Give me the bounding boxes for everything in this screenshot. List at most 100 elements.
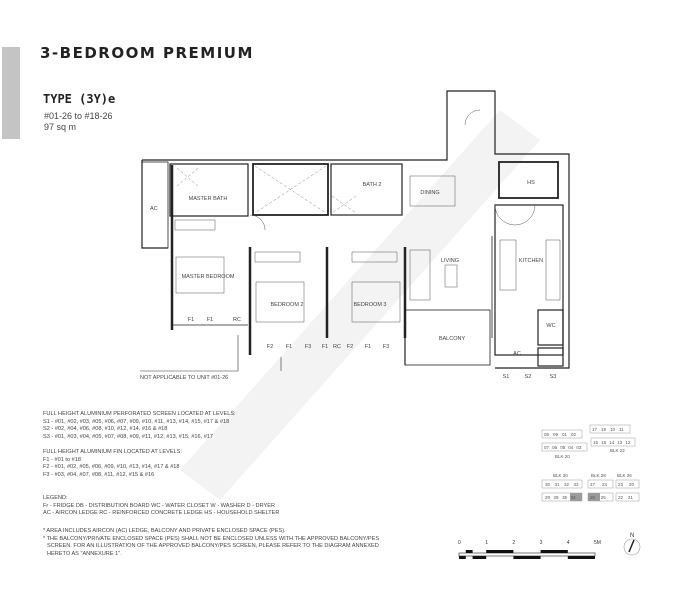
highlight-unit-34 xyxy=(570,493,582,501)
unit-number: 26 xyxy=(590,495,596,500)
north-label: N xyxy=(630,533,634,539)
footnotes: * AREA INCLUDES AIRCON (AC) LEDGE, BALCO… xyxy=(43,528,379,558)
unit-number: 25 xyxy=(601,495,607,500)
unit-number: 31 xyxy=(555,482,561,487)
walls xyxy=(141,90,570,369)
unit-number: 34 xyxy=(571,495,577,500)
label-living: LIVING xyxy=(441,258,459,264)
marker: RC xyxy=(333,344,341,350)
blk22-label: BLK 22 xyxy=(610,448,625,453)
unit-number: 05 xyxy=(560,445,566,450)
scale-tick-label: 3 xyxy=(540,540,543,546)
label-dining: DINING xyxy=(420,190,439,196)
scale-segment xyxy=(540,550,568,553)
highlight-unit-26 xyxy=(588,493,600,501)
unit-number: 06 xyxy=(552,445,558,450)
label-ac-left: AC xyxy=(150,206,158,212)
unit-type: TYPE (3Y)e xyxy=(43,92,116,106)
watermark xyxy=(180,110,540,500)
notes-heading: FULL HEIGHT ALUMINIUM FIN LOCATED AT LEV… xyxy=(43,449,182,455)
unit-number: 33 xyxy=(574,482,580,487)
fin-notes: FULL HEIGHT ALUMINIUM FIN LOCATED AT LEV… xyxy=(43,449,182,479)
unit-number: 02 xyxy=(571,432,577,437)
unit-number: 03 xyxy=(576,445,582,450)
unit-number: 09 xyxy=(553,432,559,437)
legend: LEGEND: Fr - FRIDGE DB - DISTRIBUTION BO… xyxy=(43,495,279,518)
legend-heading: LEGEND: xyxy=(43,495,68,501)
unit-number: 17 xyxy=(592,427,598,432)
blk30-label: BLK 30 xyxy=(553,473,568,478)
scale-tick-label: 1 xyxy=(485,540,488,546)
north-arrow: N xyxy=(623,533,641,556)
markers: F1 F1 RC F2 F1 F3 F1 RC F2 F1 F3 S1 S2 S… xyxy=(140,317,556,381)
scale-tick-label: 0 xyxy=(458,540,461,546)
marker: S3 xyxy=(550,374,557,380)
label-kitchen: KITCHEN xyxy=(519,258,543,264)
marker: F3 xyxy=(305,344,311,350)
footnote: HERETO AS "ANNEXURE 1". xyxy=(47,550,122,557)
marker: F1 xyxy=(188,317,194,323)
marker: F2 xyxy=(347,344,353,350)
unit-number: 14 xyxy=(609,440,615,445)
unit-number: 12 xyxy=(625,440,631,445)
scale-tick-label: 5M xyxy=(594,540,601,546)
blk20-label: BLK 20 xyxy=(555,454,570,459)
marker: RC xyxy=(233,317,241,323)
footnote: SCREEN. FOR AN ILLUSTRATION OF THE APPRO… xyxy=(47,543,379,550)
label-ac-right: AC xyxy=(513,351,521,357)
marker: S1 xyxy=(503,374,510,380)
unit-number: 04 xyxy=(568,445,574,450)
notes-line: F1 - #01 to #18 xyxy=(43,456,81,463)
label-bedroom2: BEDROOM 2 xyxy=(270,302,303,308)
notes-line: F3 - #03, #04, #07, #08, #11, #12, #15 &… xyxy=(43,471,155,478)
label-master-bath: MASTER BATH xyxy=(189,196,228,202)
unit-number: 07 xyxy=(544,445,550,450)
unit-number: 35 xyxy=(562,495,568,500)
blk28-label: BLK 28 xyxy=(591,473,606,478)
notes-line: S3 - #01, #03, #04, #05, #07, #08, #09, … xyxy=(43,433,214,440)
label-master-bedroom: MASTER BEDROOM xyxy=(182,274,235,280)
unit-number: 21 xyxy=(628,495,634,500)
unit-number: 18 xyxy=(601,427,607,432)
unit-number: 22 xyxy=(618,495,624,500)
label-balcony: BALCONY xyxy=(439,336,466,342)
marker: F1 xyxy=(286,344,292,350)
room-labels: AC MASTER BATH MASTER BEDROOM BEDROOM 2 … xyxy=(150,180,556,357)
unit-number: 23 xyxy=(618,482,624,487)
notes-line: S1 - #01, #02, #03, #05, #06, #07, #09, … xyxy=(43,418,230,425)
marker: F2 xyxy=(267,344,273,350)
unit-number: 16 xyxy=(593,440,599,445)
unit-number: 13 xyxy=(617,440,623,445)
marker: F3 xyxy=(383,344,389,350)
scale-segment xyxy=(513,556,541,559)
label-wc: WC xyxy=(546,323,555,329)
unit-number: 08 xyxy=(544,432,550,437)
unit-number: 11 xyxy=(619,427,624,432)
not-applicable-note: NOT APPLICABLE TO UNIT #01-26 xyxy=(140,375,228,381)
side-accent-bar xyxy=(2,47,20,139)
scale-segment xyxy=(472,556,487,559)
unit-range: #01-26 to #18-26 xyxy=(44,111,113,121)
marker: S2 xyxy=(525,374,532,380)
scale-segment xyxy=(459,556,466,559)
label-bath2: BATH 2 xyxy=(363,182,382,188)
furniture xyxy=(174,109,561,323)
scale-tick-label: 2 xyxy=(512,540,515,546)
marker: F1 xyxy=(365,344,371,350)
unit-number: 28 xyxy=(554,495,560,500)
label-hs: HS xyxy=(527,180,535,186)
blk26-label: BLK 26 xyxy=(617,473,632,478)
unit-area: 97 sq m xyxy=(44,122,77,132)
label-bedroom3: BEDROOM 3 xyxy=(353,302,386,308)
unit-number: 15 xyxy=(601,440,607,445)
legend-line: Fr - FRIDGE DB - DISTRIBUTION BOARD WC -… xyxy=(43,502,276,509)
scale-segment xyxy=(567,556,595,559)
footnote: * THE BALCONY/PRIVATE ENCLOSED SPACE (PE… xyxy=(43,535,380,542)
screen-notes: FULL HEIGHT ALUMINIUM PERFORATED SCREEN … xyxy=(43,411,236,441)
unit-number: 24 xyxy=(602,482,608,487)
legend-line: AC - AIRCON LEDGE RC - REINFORCED CONCRE… xyxy=(43,510,280,517)
unit-number: 01 xyxy=(562,432,568,437)
page-title: 3-BEDROOM PREMIUM xyxy=(40,44,254,62)
